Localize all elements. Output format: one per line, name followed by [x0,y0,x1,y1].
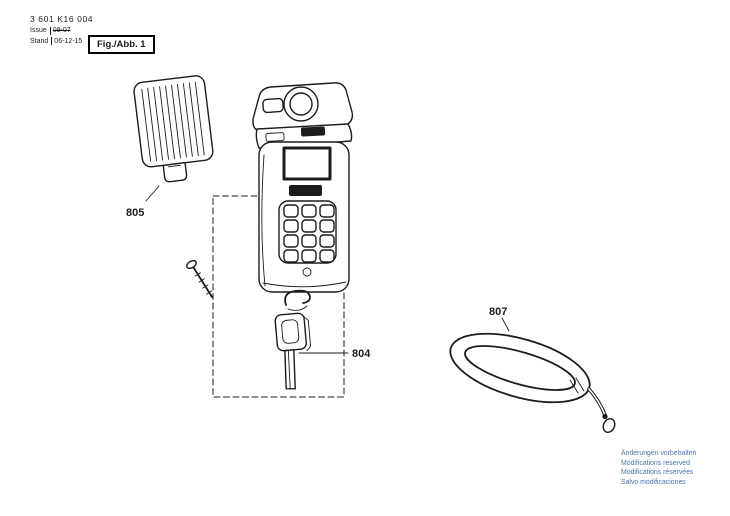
stand-label: Stand [30,37,49,45]
notice-line-de: Änderungen vorbehalten [621,450,697,457]
issue-value: 09-07 [52,27,71,34]
part-805-leader-line [145,185,160,202]
screw-drawing [186,259,213,298]
stand-row: Stand 06-12-15 [30,37,190,45]
clip-head [274,312,307,352]
device-round-button [302,267,312,277]
issue-separator [49,26,51,35]
strap-band-inner [464,345,576,391]
strap-knot [602,413,608,420]
device-band-window [300,126,326,137]
battery-cover-latch-tab [162,162,188,183]
part-804-enclosure-box [212,195,345,398]
device-keypad-buttons [283,204,335,263]
part-807-label: 807 [489,306,507,318]
device-lens-outer [283,86,319,122]
notice-line-en: Modifications reserved [621,459,690,467]
stand-separator [51,37,53,45]
battery-cover-hatching [140,81,206,163]
strap-end-loop [602,418,616,433]
document-part-number: 3 601 K16 004 [30,14,94,24]
figure-label-box: Fig./Abb. 1 [88,35,155,54]
device-laser-window [262,97,284,114]
notice-line-fr: Modifications réservées [621,469,694,477]
issue-row: Issue 09-07 [30,26,190,35]
part-807-leader-line [501,317,510,332]
part-804-label: 804 [352,348,371,360]
part-805-label: 805 [126,207,144,219]
notice-line-es: Salvo modificaciones [621,478,686,486]
issue-label: Issue [30,27,47,34]
wrist-strap-drawing [449,317,616,433]
device-display [282,146,332,181]
battery-cover-drawing [133,75,214,202]
device-keypad-panel [278,200,337,264]
modification-notice: Änderungen vorbehalten Modifications res… [621,449,696,487]
device-drawing [252,82,354,293]
device-function-key [289,185,322,196]
clip-head-slot [281,319,300,344]
clip-spring [284,289,311,306]
stand-value: 06-12-15 [54,37,83,45]
clip-stem [284,349,296,390]
device-lens-inner [289,92,313,116]
title-block: 3 601 K16 004 Issue 09-07 Stand 06-12-15 F… [30,14,190,54]
belt-clip-drawing [274,289,349,390]
